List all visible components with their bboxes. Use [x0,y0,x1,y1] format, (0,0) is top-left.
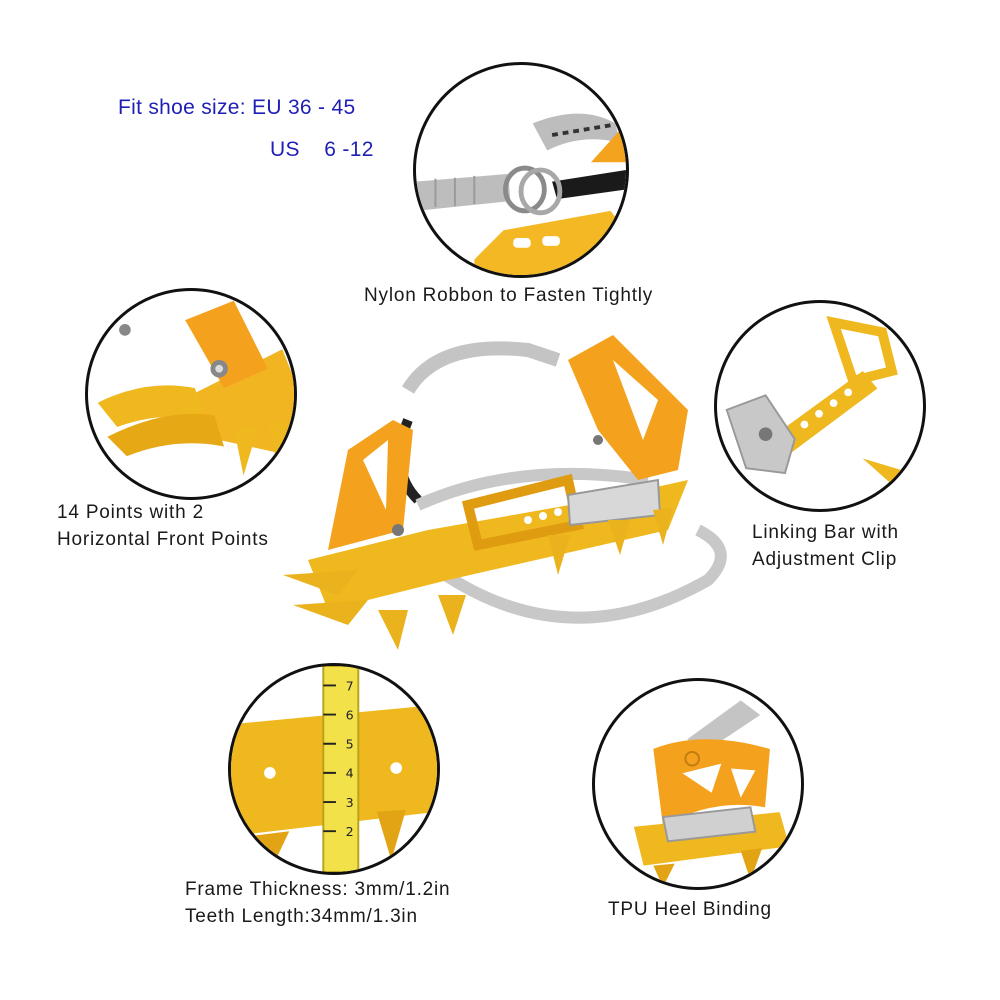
detail-circle-frame-thickness: 2 3 4 5 6 7 [228,663,440,875]
front-points-illustration [97,300,294,476]
crampon-main-illustration [283,335,727,650]
detail-circle-heel-binding [592,678,804,890]
ruler-mark-3: 3 [346,795,354,810]
ruler-mark-4: 4 [346,766,354,781]
label-linking-line2: Adjustment Clip [752,549,898,570]
ruler-mark-7: 7 [346,678,354,693]
ruler-mark-2: 2 [346,824,354,839]
frame-illustration: 2 3 4 5 6 7 [231,666,437,872]
label-frame-thickness: Frame Thickness: 3mm/1.2in [185,879,451,900]
label-linking-line1: Linking Bar with [752,522,899,543]
detail-circle-ribbon [413,62,629,278]
label-tpu-heel: TPU Heel Binding [608,899,772,920]
label-teeth-length: Teeth Length:34mm/1.3in [185,906,418,927]
detail-circle-front-points [85,288,297,500]
linking-bar-illustration [725,316,912,498]
fit-size-us: US 6 -12 [270,138,374,161]
detail-circle-linking-bar [714,300,926,512]
label-points-line1: 14 Points with 2 [57,502,204,523]
ruler-mark-6: 6 [346,707,354,722]
ribbon-buckle-illustration [416,113,626,275]
fit-size-eu: Fit shoe size: EU 36 - 45 [118,96,356,119]
label-nylon-ribbon: Nylon Robbon to Fasten Tightly [364,285,654,306]
heel-binding-illustration [633,700,790,887]
label-points-line2: Horizontal Front Points [57,529,269,550]
ruler-mark-5: 5 [346,737,354,752]
